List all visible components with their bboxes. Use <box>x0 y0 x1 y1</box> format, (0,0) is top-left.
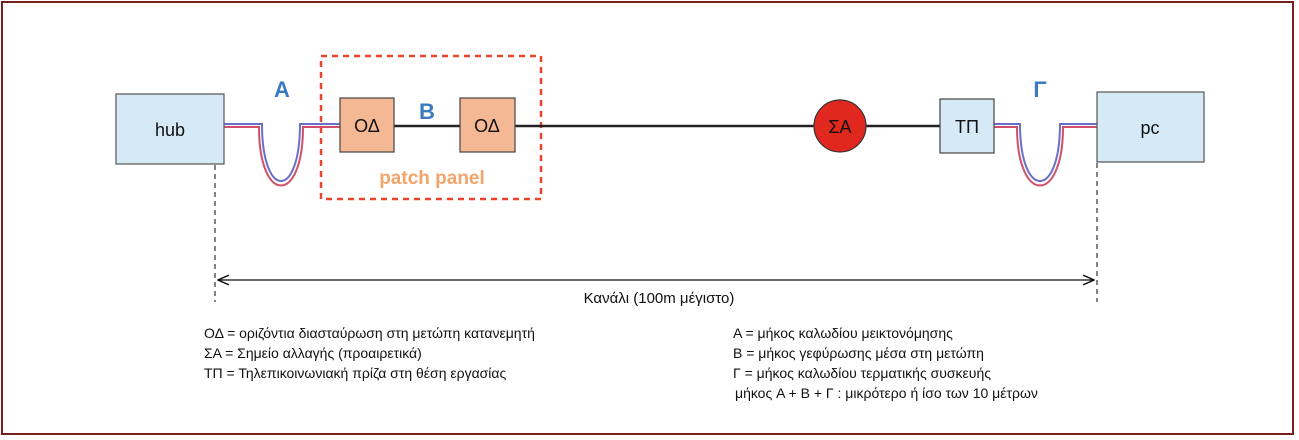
od-label-1: ΟΔ <box>354 116 380 136</box>
sa-label: ΣΑ <box>828 117 851 137</box>
cable-a <box>224 123 340 187</box>
segment-g-label: Γ <box>1033 77 1046 102</box>
legend-od: ΟΔ = οριζόντια διασταύρωση στη μετώπη κα… <box>204 325 535 341</box>
legend-right: A = μήκος καλωδίου μεικτονόμησης B = μήκ… <box>733 323 1038 403</box>
legend-sa: ΣΑ = Σημείο αλλαγής (προαιρετικά) <box>204 345 422 361</box>
tp-label: ΤΠ <box>955 117 979 137</box>
legend-left: ΟΔ = οριζόντια διασταύρωση στη μετώπη κα… <box>204 323 535 383</box>
legend-a: A = μήκος καλωδίου μεικτονόμησης <box>733 325 953 341</box>
od-label-2: ΟΔ <box>474 116 500 136</box>
legend-g: Γ = μήκος καλωδίου τερματικής συσκευής <box>733 365 991 381</box>
legend-b: B = μήκος γεφύρωσης μέσα στη μετώπη <box>733 345 984 361</box>
pc-box <box>1096 91 1205 163</box>
cable-g <box>994 123 1097 187</box>
od-box-1 <box>339 97 395 153</box>
tp-box <box>939 98 995 154</box>
legend-total: μήκος A + B + Γ : μικρότερο ή ίσο των 10… <box>735 385 1038 401</box>
hub-label: hub <box>155 120 185 140</box>
segment-b-label: B <box>419 99 435 124</box>
segment-a-label: A <box>274 77 290 102</box>
hub-box <box>115 93 225 165</box>
patch-panel-label: patch panel <box>379 168 485 189</box>
od-box-2 <box>459 97 516 153</box>
channel-label: Κανάλι (100m μέγιστο) <box>584 290 735 307</box>
legend-tp: ΤΠ = Τηλεπικοινωνιακή πρίζα στη θέση εργ… <box>204 365 507 381</box>
sa-circle <box>813 99 867 153</box>
pc-label: pc <box>1140 118 1159 138</box>
